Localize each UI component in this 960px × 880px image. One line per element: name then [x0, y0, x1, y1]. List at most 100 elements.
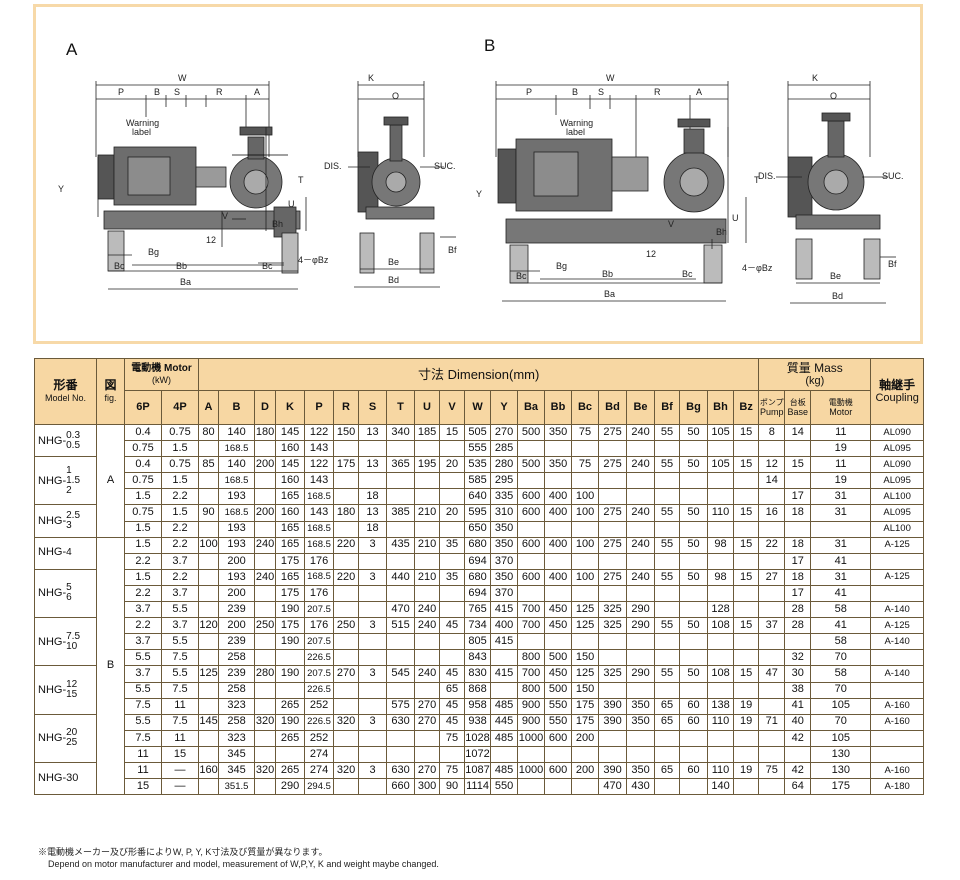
table-cell: 3.7 [160, 552, 200, 570]
table-cell: 805 [464, 633, 492, 651]
table-cell [439, 601, 466, 619]
table-cell: 280 [254, 665, 277, 683]
table-cell: 168.5 [304, 488, 335, 506]
table-cell: 345 [218, 761, 256, 780]
table-cell: 240 [626, 568, 656, 586]
table-cell [198, 440, 220, 458]
table-cell: 258 [218, 713, 256, 731]
table-cell: 575 [386, 697, 416, 715]
table-cell: 200 [218, 617, 256, 635]
table-cell: 470 [598, 778, 628, 796]
table-cell [414, 649, 441, 667]
table-cell: 450 [544, 665, 573, 683]
table-cell: 630 [386, 713, 416, 731]
table-cell: 370 [490, 584, 519, 603]
table-cell: 15 [733, 423, 760, 442]
table-cell: 400 [544, 488, 573, 506]
table-cell [733, 729, 760, 747]
table-cell: 195 [414, 456, 441, 474]
table-cell [733, 778, 760, 796]
col-header-a: A [198, 390, 220, 425]
table-cell: 168.5 [218, 472, 256, 490]
table-cell [414, 472, 441, 490]
table-cell: 734 [464, 617, 492, 635]
table-cell [870, 584, 924, 603]
table-cell: 270 [414, 761, 441, 780]
table-cell: 90 [439, 778, 466, 796]
table-cell [733, 584, 760, 603]
table-cell: 400 [544, 504, 573, 522]
table-cell [333, 633, 360, 651]
table-cell [490, 649, 519, 667]
table-cell: 2.2 [160, 536, 200, 554]
table-cell [679, 440, 709, 458]
table-cell: 400 [544, 568, 573, 586]
table-cell: 207.5 [304, 665, 335, 683]
table-cell: 18 [784, 504, 812, 522]
table-cell: A-180 [870, 778, 924, 796]
col-header-u: U [414, 390, 441, 425]
table-cell: 15 [733, 504, 760, 522]
table-cell: 600 [517, 488, 546, 506]
table-cell: 210 [414, 536, 441, 554]
table-cell: 150 [333, 423, 360, 442]
table-cell [598, 633, 628, 651]
table-cell [679, 601, 709, 619]
table-cell: 12 [758, 456, 786, 474]
table-cell [784, 472, 812, 490]
table-cell: 180 [333, 504, 360, 522]
table-cell: 11 [810, 423, 872, 442]
table-cell [439, 440, 466, 458]
table-cell: 11 [124, 761, 162, 780]
table-cell [275, 745, 306, 763]
table-cell [758, 584, 786, 603]
table-cell: 323 [218, 729, 256, 747]
table-cell [414, 552, 441, 570]
table-cell: 5.5 [124, 713, 162, 731]
table-cell: 1.5 [160, 504, 200, 522]
table-cell: 415 [490, 665, 519, 683]
table-cell [707, 745, 735, 763]
table-cell: 680 [464, 568, 492, 586]
table-cell: 290 [275, 778, 306, 796]
table-cell: 694 [464, 552, 492, 570]
svg-text:A: A [254, 87, 260, 97]
table-cell [254, 745, 277, 763]
table-cell [333, 584, 360, 603]
table-cell [654, 649, 681, 667]
table-cell: 50 [679, 568, 709, 586]
col-header-ba: Ba [517, 390, 546, 425]
table-cell: 105 [707, 423, 735, 442]
table-cell: 351.5 [218, 778, 256, 796]
table-cell: 30 [784, 665, 812, 683]
table-cell [758, 745, 786, 763]
table-cell: 145 [198, 713, 220, 731]
svg-text:4－φBz: 4－φBz [298, 255, 329, 265]
table-cell [679, 552, 709, 570]
table-cell [254, 601, 277, 619]
table-cell: 250 [333, 617, 360, 635]
table-cell: 2.2 [124, 552, 162, 570]
table-cell [598, 584, 628, 603]
table-cell: 200 [571, 761, 600, 780]
table-cell: 175 [810, 778, 872, 796]
table-cell [517, 745, 546, 763]
col-header-bc: Bc [571, 390, 600, 425]
table-cell: 275 [598, 423, 628, 442]
table-cell: 500 [517, 423, 546, 442]
table-cell [386, 440, 416, 458]
table-cell: 320 [254, 761, 277, 780]
table-cell: 290 [626, 617, 656, 635]
table-cell [386, 584, 416, 603]
table-cell: 350 [490, 520, 519, 538]
table-cell: A-160 [870, 697, 924, 715]
table-cell [198, 552, 220, 570]
table-cell: 60 [679, 713, 709, 731]
table-cell: 600 [544, 729, 573, 747]
table-cell: 122 [304, 456, 335, 474]
table-cell: 650 [464, 520, 492, 538]
table-cell [254, 552, 277, 570]
table-cell: 325 [598, 617, 628, 635]
